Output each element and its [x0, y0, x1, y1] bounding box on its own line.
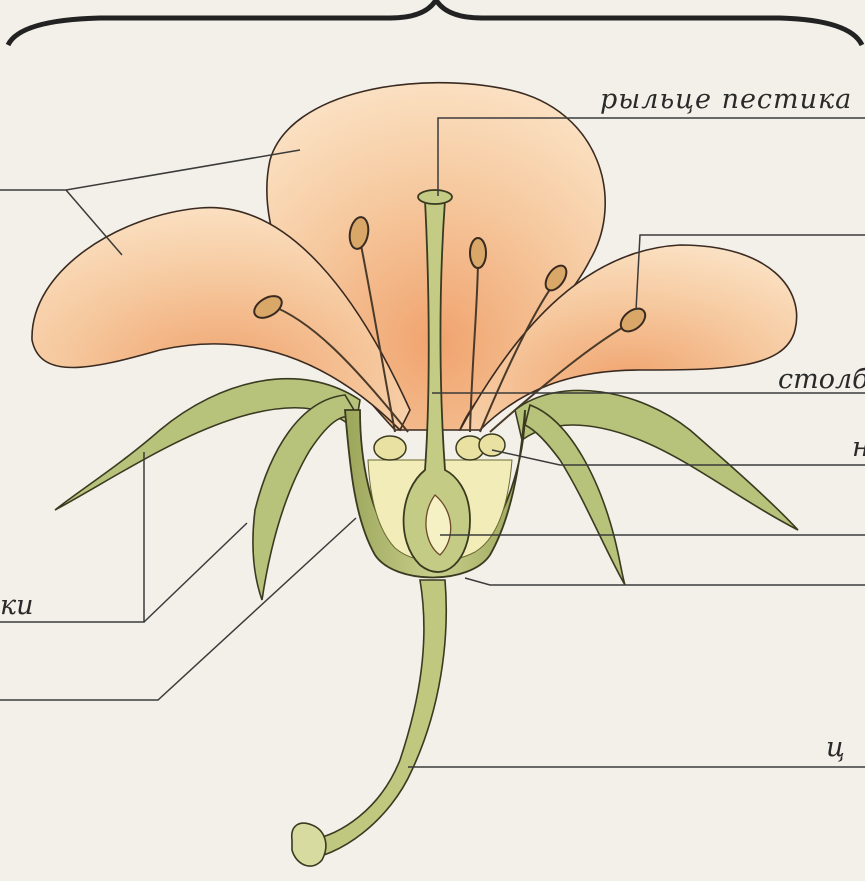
stigma — [418, 190, 452, 204]
pedicel-cut — [292, 823, 326, 866]
sepals-label: ки — [0, 590, 34, 621]
top-brace — [8, 0, 862, 45]
style-label: столб — [778, 364, 865, 395]
stigma-label: рыльце пестика — [600, 84, 852, 115]
pedicel — [300, 580, 446, 860]
pedicel-label: ц — [826, 732, 845, 763]
partial-label-n: н — [852, 432, 865, 463]
